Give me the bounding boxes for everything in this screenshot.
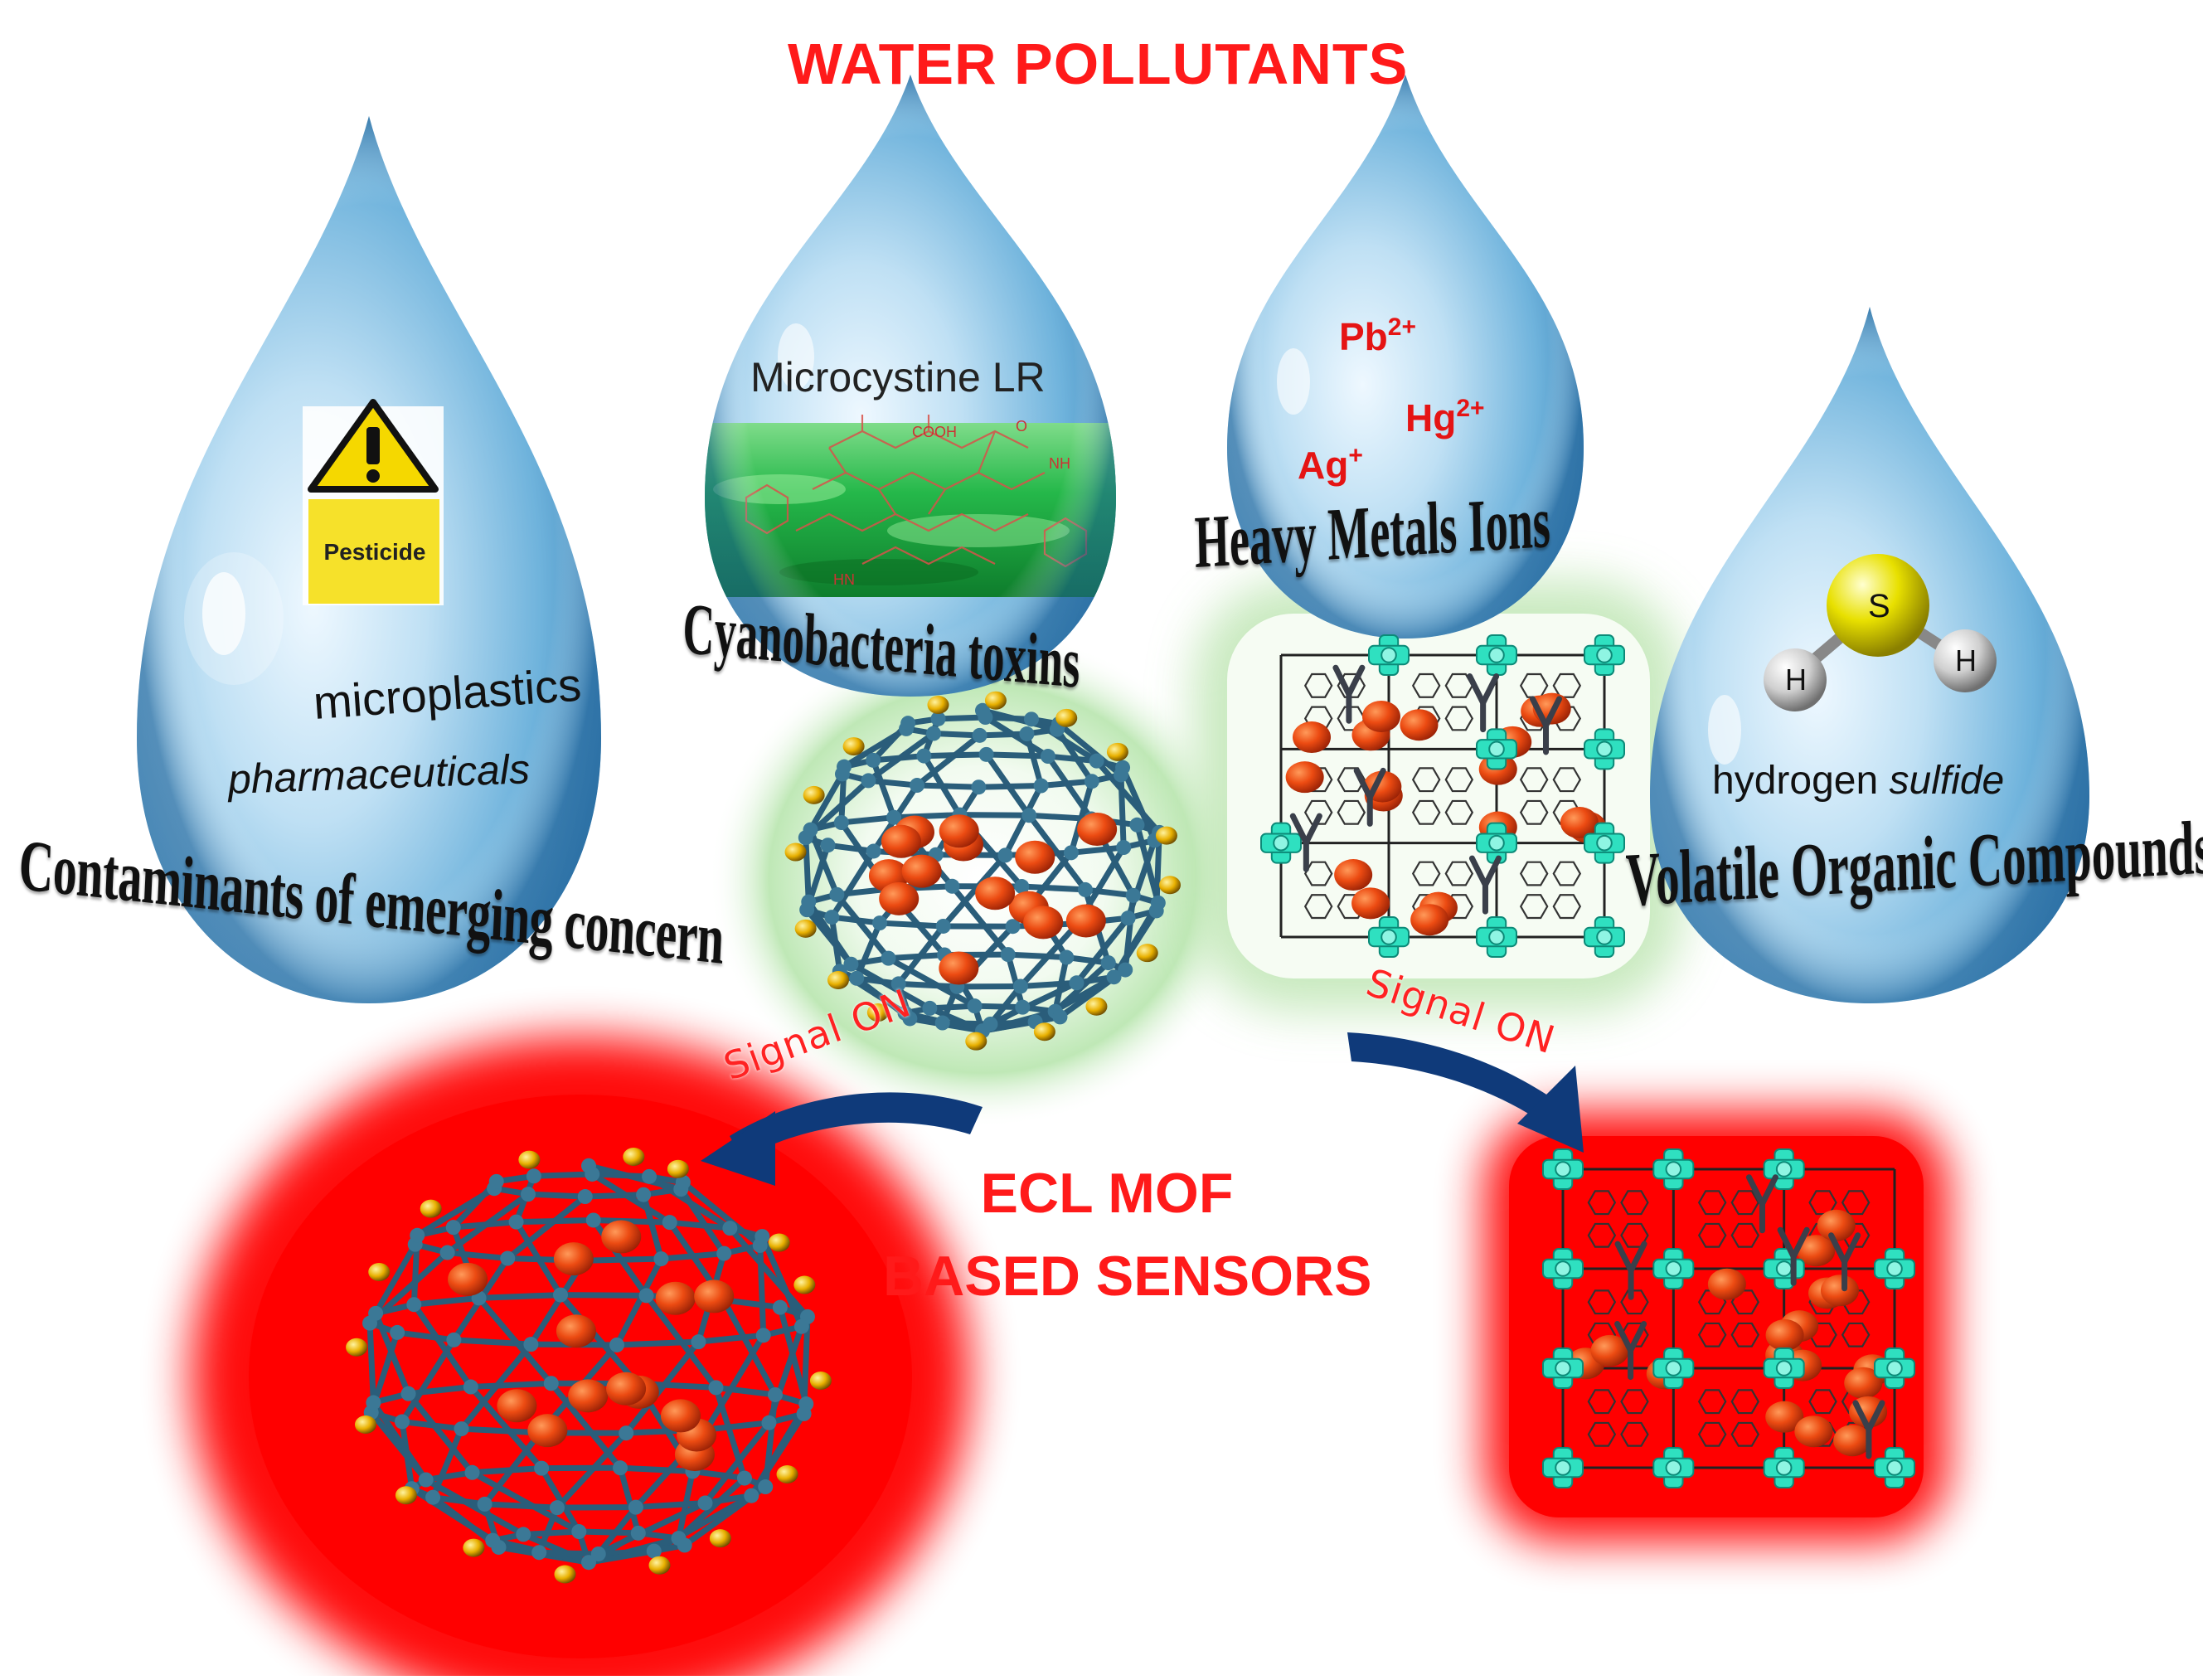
ion-pb: Pb2+ (1339, 315, 1416, 356)
structure-label-hn: HN (833, 572, 855, 587)
ion-hg: Hg2+ (1405, 396, 1485, 437)
main-title: WATER POLLUTANTS (788, 35, 1408, 93)
center-line-1: ECL MOF (949, 1165, 1264, 1221)
red-glow-left (191, 1037, 970, 1676)
structure-label-cooh: COOH (912, 425, 957, 439)
center-line-2: BASED SENSORS (883, 1248, 1331, 1304)
atom-label-s: S (1868, 590, 1890, 623)
structure-label-nh: NH (1049, 456, 1070, 471)
hydrogen-sulfide-label: hydrogen sulfide (1712, 761, 2004, 801)
atom-label-h-left: H (1785, 665, 1807, 695)
pesticide-sign (303, 402, 444, 605)
microcystine-label: Microcystine LR (750, 357, 1046, 398)
ion-ag: Ag+ (1298, 444, 1363, 484)
atom-label-h-right: H (1955, 646, 1977, 676)
pesticide-label: Pesticide (310, 541, 439, 564)
heavy-metals-caption: Heavy Metals Ions (1194, 485, 1551, 580)
structure-label-o: O (1016, 419, 1027, 434)
pharmaceuticals-label: pharmaceuticals (227, 748, 531, 800)
